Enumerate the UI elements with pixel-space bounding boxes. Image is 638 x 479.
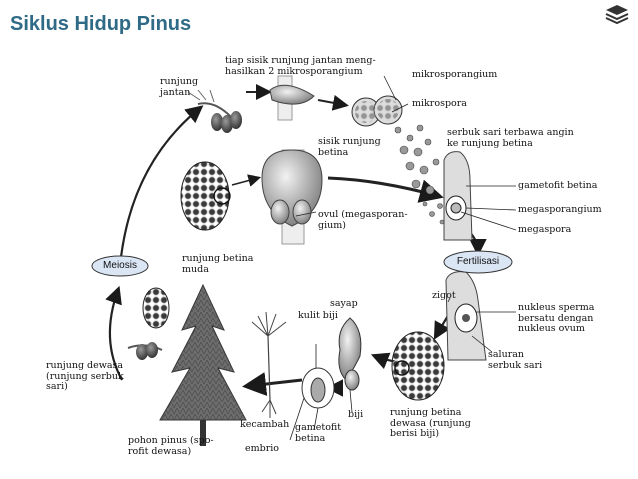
label-zigot: zigot xyxy=(432,290,456,301)
label-kulit-biji: kulit biji xyxy=(298,310,338,321)
fertilisasi-bubble-shape xyxy=(443,250,513,274)
microsporangium-section xyxy=(351,95,403,127)
label-megaspora: megaspora xyxy=(518,224,572,235)
meiosis-bubble-shape xyxy=(91,255,149,277)
label-gametofit-betina-bottom: gametofit betina xyxy=(295,422,342,444)
female-cone-upper xyxy=(180,161,231,231)
label-biji: biji xyxy=(348,409,364,420)
cycle-arrow-ovule xyxy=(327,176,444,203)
adult-cone-branch xyxy=(127,342,163,360)
fertilization-section xyxy=(445,271,516,361)
seedling xyxy=(251,311,287,418)
label-megasporangium: megasporangium xyxy=(518,204,602,215)
arrow-cone-to-ovule xyxy=(231,174,262,187)
young-female-cone xyxy=(142,287,170,329)
label-serbuk-sari: serbuk sari terbawa angin ke runjung bet… xyxy=(447,127,574,149)
label-ovul: ovul (megasporan- gium) xyxy=(318,209,408,231)
meiosis-label: Meiosis xyxy=(103,260,137,271)
label-sayap: sayap xyxy=(330,298,358,309)
label-sisik-runjung-betina: sisik runjung betina xyxy=(318,136,381,158)
label-gametofit-betina-top: gametofit betina xyxy=(518,180,598,191)
label-tiap-sisik: tiap sisik runjung jantan meng- hasilkan… xyxy=(225,55,376,77)
cycle-arrow-top xyxy=(118,105,204,267)
logo-icon xyxy=(605,5,629,25)
pine-tree xyxy=(159,283,247,446)
label-mikrosporangium: mikrosporangium xyxy=(412,69,498,80)
label-runjung-betina-muda: runjung betina muda xyxy=(182,253,254,275)
label-saluran: saluran serbuk sari xyxy=(488,349,543,371)
seed-section xyxy=(289,344,335,441)
cycle-arrow-to-tree xyxy=(242,372,303,396)
leader-lines xyxy=(295,75,409,217)
male-scale xyxy=(269,75,315,121)
slide-title: Siklus Hidup Pinus xyxy=(10,13,192,35)
label-runjung-dewasa: runjung dewasa (runjung serbuk sari) xyxy=(46,360,124,392)
label-kecambah: kecambah xyxy=(240,419,290,430)
label-pohon-pinus: pohon pinus (spo- rofit dewasa) xyxy=(128,435,214,457)
female-cone-mature xyxy=(391,331,445,401)
label-embrio: embrio xyxy=(245,443,280,454)
male-cone-branch xyxy=(187,89,242,133)
megasporangium-section xyxy=(443,151,517,241)
label-nukleus: nukleus sperma bersatu dengan nukleus ov… xyxy=(518,302,595,334)
winged-seed xyxy=(338,317,362,413)
fertilisasi-label: Fertilisasi xyxy=(456,256,500,267)
label-runjung-jantan: runjung jantan xyxy=(160,76,199,98)
ovule-scale xyxy=(261,149,323,245)
pollen-grains xyxy=(394,124,445,225)
label-runjung-betina-dewasa: runjung betina dewasa (runjung berisi bi… xyxy=(390,407,471,439)
arrow-sporangium xyxy=(317,94,349,111)
label-mikrospora: mikrospora xyxy=(412,98,467,109)
cycle-arrow-left xyxy=(105,285,123,381)
